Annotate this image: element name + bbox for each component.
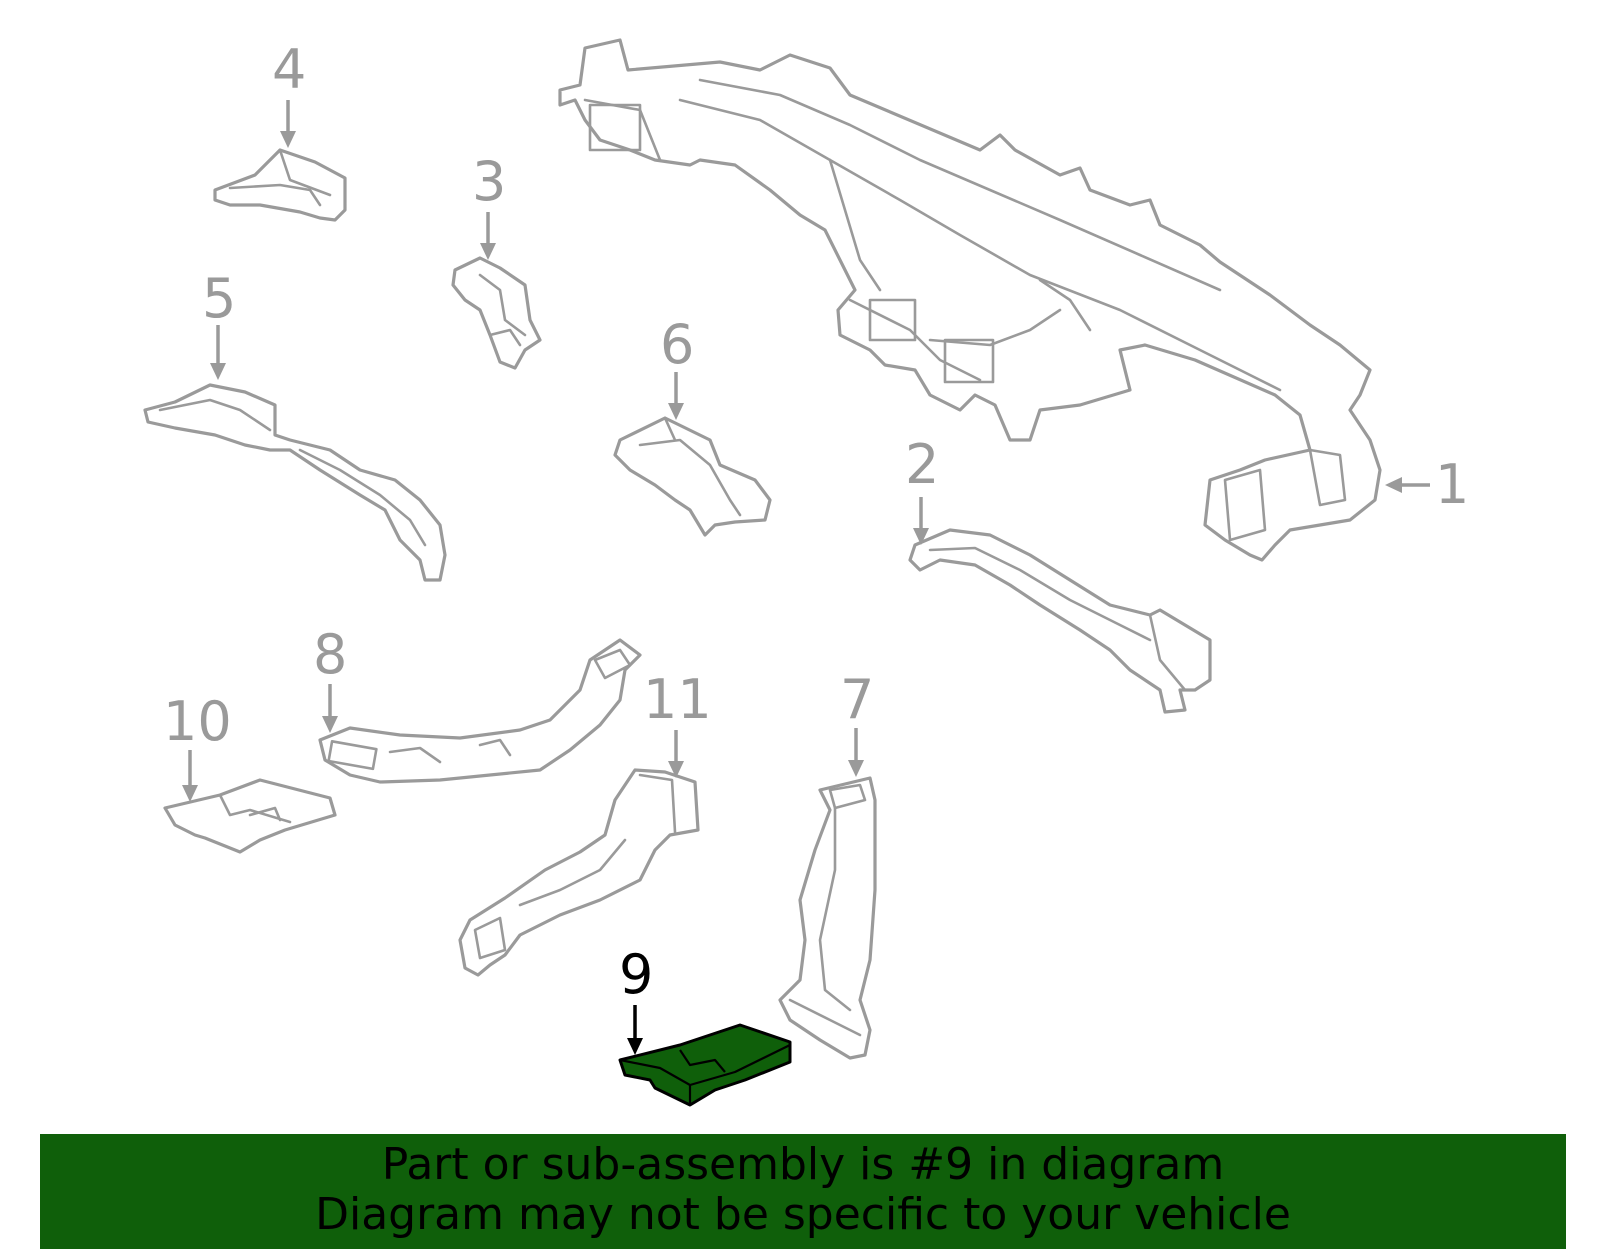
callout-6: 6	[660, 313, 694, 376]
callout-10: 10	[163, 690, 232, 753]
callout-1: 1	[1435, 453, 1469, 516]
part-8-angled-duct	[318, 638, 642, 784]
callout-2: 2	[905, 433, 939, 496]
callout-4: 4	[272, 38, 306, 101]
callout-9: 9	[619, 943, 653, 1006]
part-9-highlighted	[618, 1023, 792, 1107]
part-11-curved-duct	[458, 768, 700, 977]
part-4-vent	[213, 148, 347, 222]
info-banner: Part or sub-assembly is #9 in diagram Di…	[40, 1134, 1566, 1249]
callout-7: 7	[840, 668, 874, 731]
part-7-vertical-duct	[778, 776, 877, 1060]
part-1-main-duct	[558, 38, 1382, 562]
callout-11: 11	[643, 668, 712, 731]
part-6-vent	[613, 416, 772, 537]
banner-line-1: Part or sub-assembly is #9 in diagram	[381, 1139, 1225, 1190]
callout-5: 5	[202, 267, 236, 330]
callout-arrows	[182, 100, 1430, 1055]
callout-3: 3	[472, 150, 506, 213]
part-5-left-duct	[143, 383, 447, 582]
part-2-side-duct	[908, 528, 1212, 714]
callout-8: 8	[313, 623, 347, 686]
part-3-bracket	[451, 256, 542, 370]
banner-line-2: Diagram may not be specific to your vehi…	[315, 1189, 1291, 1240]
part-10-flat-duct	[163, 778, 337, 854]
